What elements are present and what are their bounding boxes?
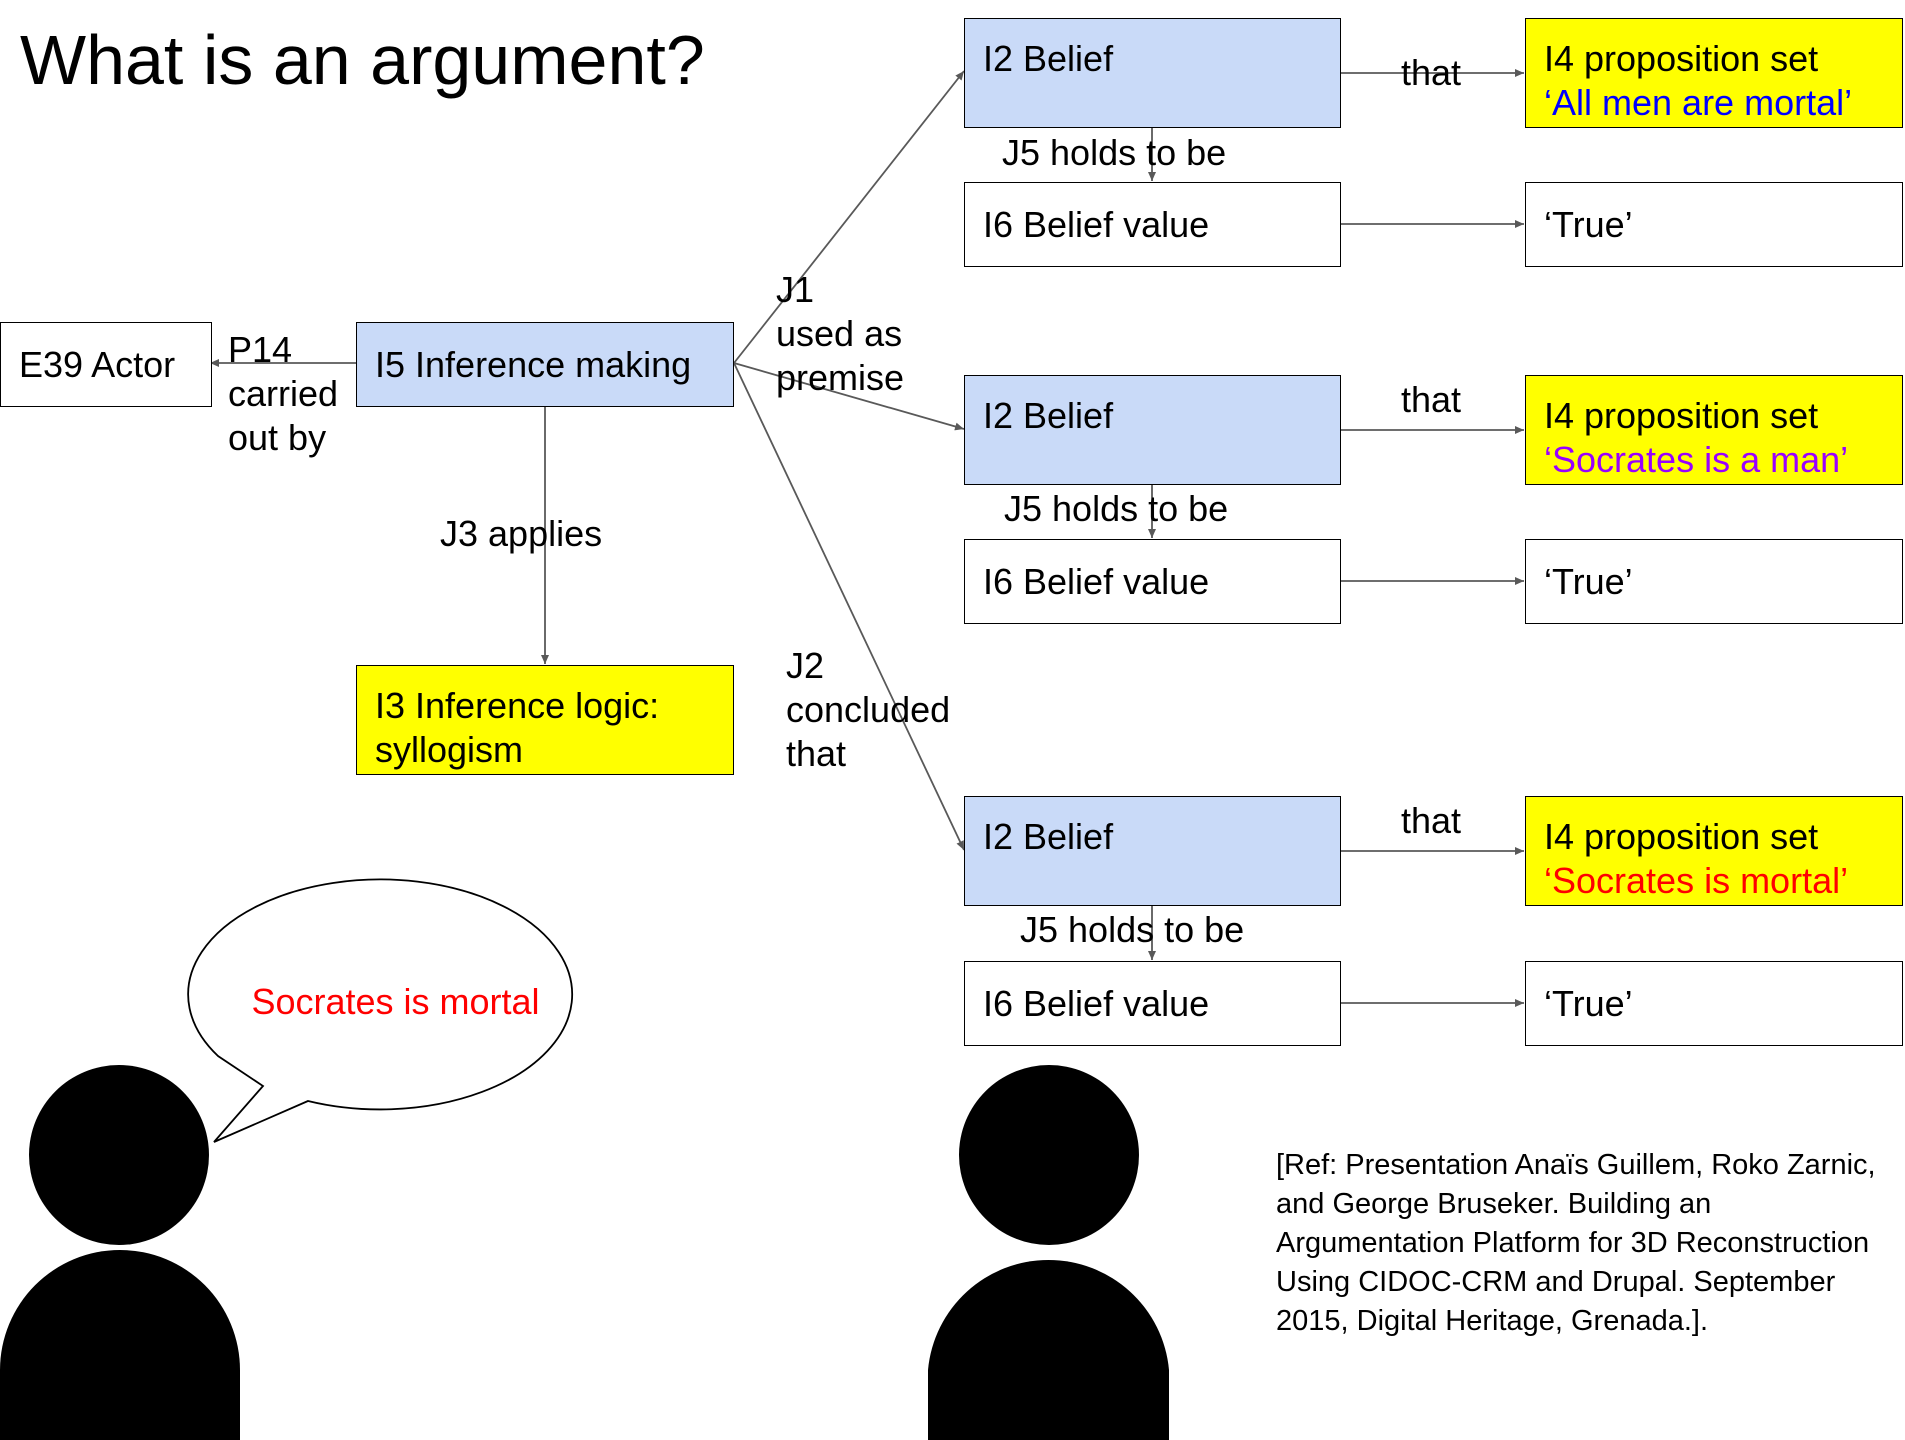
node-belief-value-2: I6 Belief value (964, 539, 1341, 624)
node-proposition-2-label: I4 proposition set (1544, 395, 1819, 436)
edge-label-that-2: that (1401, 379, 1462, 420)
node-proposition-3: I4 proposition set ‘Socrates is mortal’ (1525, 796, 1903, 906)
edge-label-j1-line-2: used as (776, 313, 903, 354)
node-belief-3-label: I2 Belief (983, 816, 1114, 857)
speech-bubble (187, 878, 574, 1143)
node-value-3: ‘True’ (1525, 961, 1903, 1046)
edge-label-p14: P14 carried out by (228, 328, 338, 460)
node-proposition-1-label: I4 proposition set (1544, 38, 1819, 79)
node-actor: E39 Actor (0, 322, 212, 407)
edge-label-j5-3: J5 holds to be (1020, 909, 1245, 950)
node-belief-value-1: I6 Belief value (964, 182, 1341, 267)
node-belief-2: I2 Belief (964, 375, 1341, 485)
node-value-2-label: ‘True’ (1544, 561, 1633, 602)
edge-label-j1-line-1: J1 (776, 269, 815, 310)
edge-label-j3: J3 applies (440, 513, 603, 554)
edge-label-p14-line-1: P14 (228, 329, 293, 370)
node-proposition-3-text: ‘Socrates is mortal’ (1544, 860, 1849, 901)
edge-label-p14-line-3: out by (228, 417, 327, 458)
edge-label-j1: J1 used as premise (776, 268, 904, 400)
node-belief-value-3-label: I6 Belief value (983, 983, 1210, 1024)
edge-j1-arrow-1 (733, 70, 965, 364)
node-inference-making: I5 Inference making (356, 322, 734, 407)
reference-citation: [Ref: Presentation Anaïs Guillem, Roko Z… (1276, 1149, 1876, 1337)
node-value-2: ‘True’ (1525, 539, 1903, 624)
speaker-body-icon (0, 1250, 240, 1440)
edge-label-j2-line-2: concluded (786, 689, 951, 730)
page-title: What is an argument? (20, 21, 705, 99)
node-inference-logic-line-2: syllogism (375, 729, 524, 770)
node-belief-value-3: I6 Belief value (964, 961, 1341, 1046)
node-inference-logic: I3 Inference logic: syllogism (356, 665, 734, 775)
speaker-head-icon (29, 1065, 209, 1245)
edge-label-j2-line-1: J2 (786, 645, 825, 686)
edge-label-that-1: that (1401, 52, 1462, 93)
edge-label-j1-line-3: premise (776, 357, 905, 398)
edge-j2-arrow (733, 362, 965, 851)
node-value-3-label: ‘True’ (1544, 983, 1633, 1024)
edge-j1-arrow-2 (733, 362, 965, 431)
edge-label-j2: J2 concluded that (786, 644, 950, 776)
node-inference-making-label: I5 Inference making (375, 344, 692, 385)
edge-label-j2-line-3: that (786, 733, 847, 774)
speech-bubble-text: Socrates is mortal (251, 981, 540, 1022)
node-proposition-2-text: ‘Socrates is a man’ (1544, 439, 1849, 480)
edge-label-p14-line-2: carried (228, 373, 339, 414)
node-value-1-label: ‘True’ (1544, 204, 1633, 245)
edge-label-j5-1: J5 holds to be (1002, 132, 1227, 173)
edge-label-that-3: that (1401, 800, 1462, 841)
node-belief-3: I2 Belief (964, 796, 1341, 906)
node-proposition-3-label: I4 proposition set (1544, 816, 1819, 857)
node-inference-logic-line-1: I3 Inference logic: (375, 685, 660, 726)
node-belief-2-label: I2 Belief (983, 395, 1114, 436)
node-actor-label: E39 Actor (19, 344, 176, 385)
listener-head-icon (959, 1065, 1139, 1245)
node-proposition-1-text: ‘All men are mortal’ (1544, 82, 1853, 123)
node-belief-value-1-label: I6 Belief value (983, 204, 1210, 245)
edge-label-j5-2: J5 holds to be (1004, 488, 1229, 529)
node-belief-1: I2 Belief (964, 18, 1341, 128)
node-proposition-1: I4 proposition set ‘All men are mortal’ (1525, 18, 1903, 128)
listener-body-icon (928, 1259, 1169, 1440)
node-proposition-2: I4 proposition set ‘Socrates is a man’ (1525, 375, 1903, 485)
node-belief-value-2-label: I6 Belief value (983, 561, 1210, 602)
node-belief-1-label: I2 Belief (983, 38, 1114, 79)
node-value-1: ‘True’ (1525, 182, 1903, 267)
